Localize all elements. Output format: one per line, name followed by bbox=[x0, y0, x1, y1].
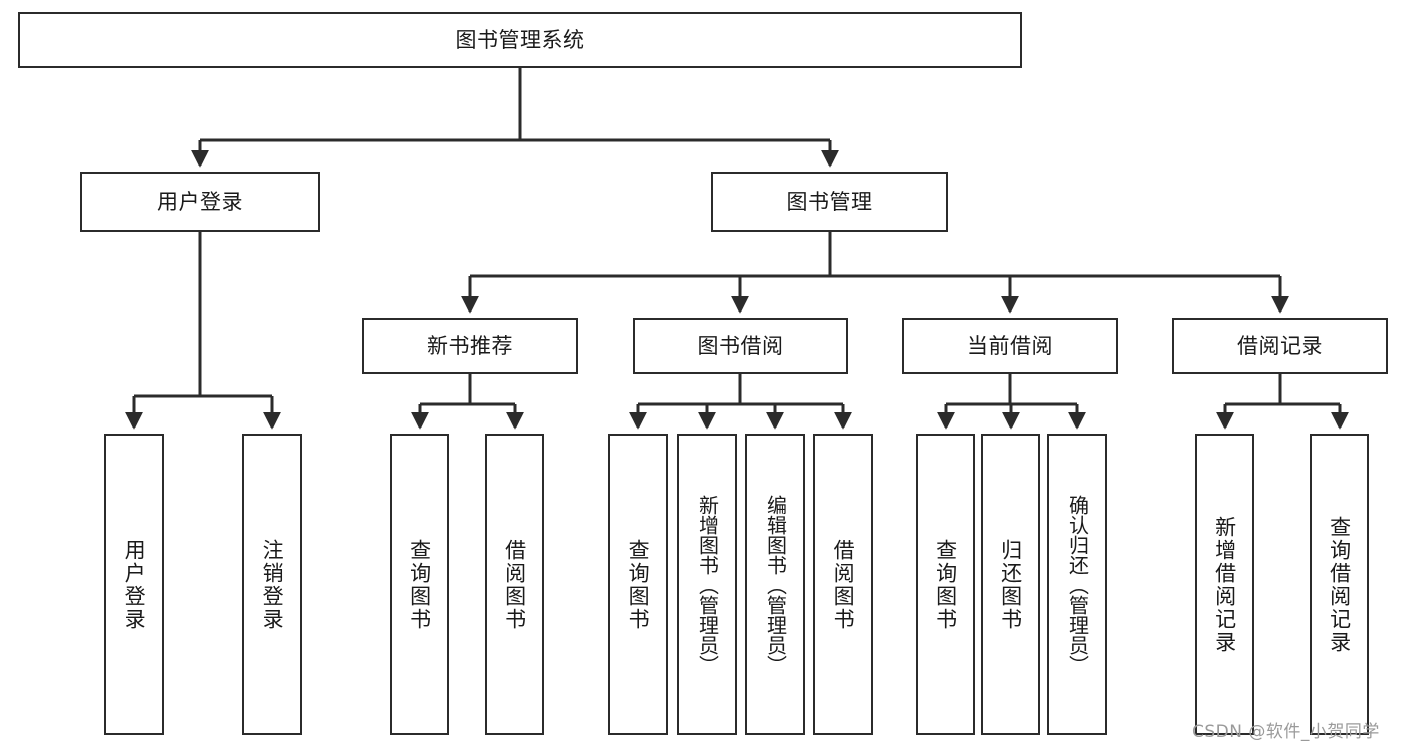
leaf-borrow-book-newbook[interactable]: 借阅图书 bbox=[485, 434, 544, 735]
node-book-borrow[interactable]: 图书借阅 bbox=[633, 318, 848, 374]
leaf-logout[interactable]: 注销登录 bbox=[242, 434, 302, 735]
leaf-query-book-current[interactable]: 查询图书 bbox=[916, 434, 975, 735]
leaf-borrow-book[interactable]: 借阅图书 bbox=[813, 434, 873, 735]
leaf-user-login[interactable]: 用户登录 bbox=[104, 434, 164, 735]
node-borrow-record[interactable]: 借阅记录 bbox=[1172, 318, 1388, 374]
leaf-add-borrow-record[interactable]: 新增借阅记录 bbox=[1195, 434, 1254, 735]
node-user-login[interactable]: 用户登录 bbox=[80, 172, 320, 232]
node-root[interactable]: 图书管理系统 bbox=[18, 12, 1022, 68]
leaf-query-book-borrow[interactable]: 查询图书 bbox=[608, 434, 668, 735]
leaf-return-book[interactable]: 归还图书 bbox=[981, 434, 1040, 735]
node-book-management[interactable]: 图书管理 bbox=[711, 172, 948, 232]
node-new-book-recommend[interactable]: 新书推荐 bbox=[362, 318, 578, 374]
leaf-edit-book-admin[interactable]: 编辑图书（管理员） bbox=[745, 434, 805, 735]
watermark-label: CSDN @软件_小贺同学 bbox=[1192, 722, 1380, 742]
leaf-add-book-admin[interactable]: 新增图书（管理员） bbox=[677, 434, 737, 735]
node-current-borrow[interactable]: 当前借阅 bbox=[902, 318, 1118, 374]
leaf-query-book-newbook[interactable]: 查询图书 bbox=[390, 434, 449, 735]
leaf-confirm-return-admin[interactable]: 确认归还（管理员） bbox=[1047, 434, 1107, 735]
leaf-query-borrow-record[interactable]: 查询借阅记录 bbox=[1310, 434, 1369, 735]
